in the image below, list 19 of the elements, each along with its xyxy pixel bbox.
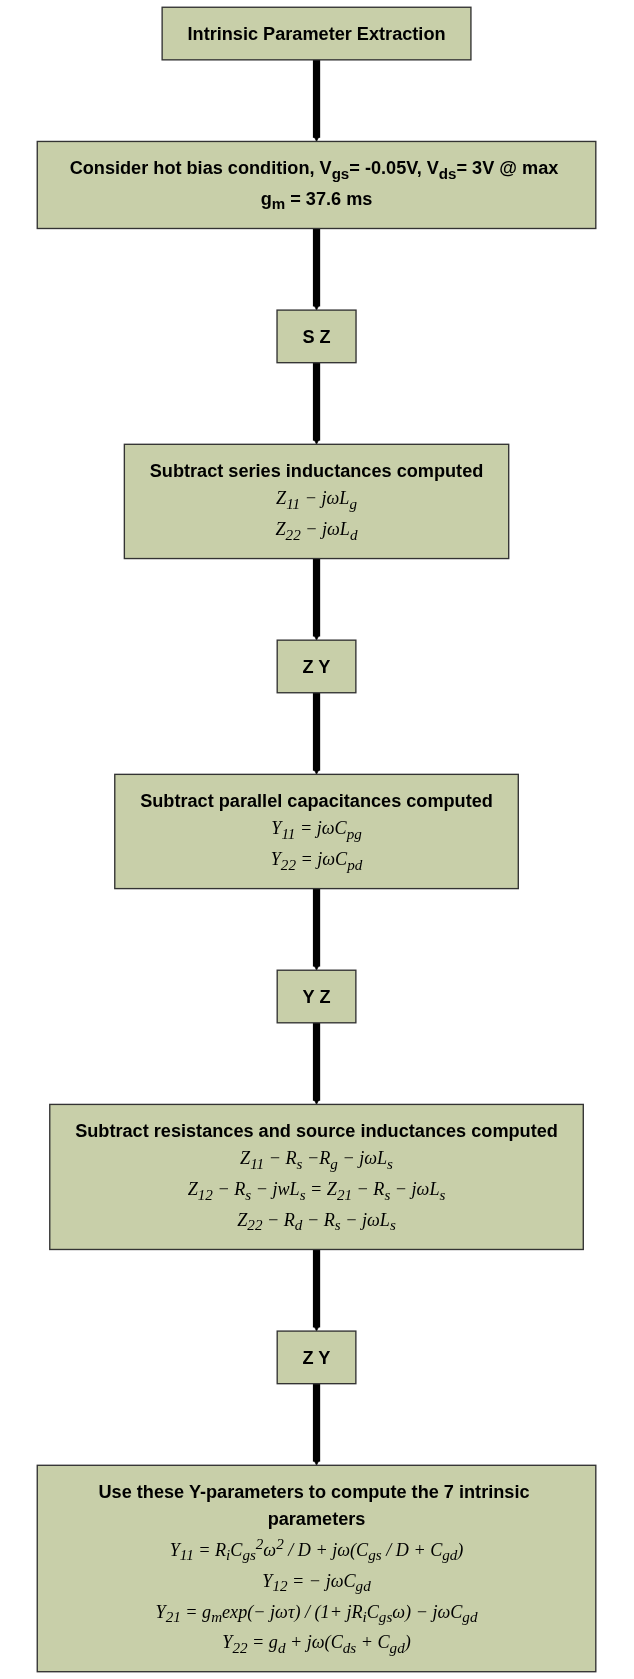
node-box: Z Y	[277, 639, 357, 694]
arrow	[313, 558, 321, 641]
node-box: Y Z	[277, 969, 357, 1024]
arrow	[313, 692, 321, 775]
arrow	[313, 1249, 321, 1332]
arrow	[313, 59, 321, 142]
node-box: S Z	[276, 309, 358, 364]
node-box: Subtract resistances and source inductances computed Z$_{11}$ − R$_{s}$ −R$_{g}$ − jωL$_{s}$ Z$_{12}$ − R$_{s}$ − jwL$_{s}$ = Z$_{21}$ − R$_{s}$ − jωL$_{s}$ Z$_{22}$ − R$_{d}$ − R$_{s}$ − jωL$_{s}$	[49, 1103, 585, 1251]
arrow	[313, 228, 321, 311]
node-box: Consider hot bias condition, V$_{gs}$= -0.05V, V$_{ds}$= 3V @ max g$_{m}$ = 37.6 ms	[37, 140, 597, 230]
node-box: Use these Y-parameters to compute the 7 intrinsic parameters Y$_{11}$ = R$_{i}$C$_{gs}$$^{2}$ω$^{2}$ / D + jω(C$_{gs}$ / D + C$_{gd}$) Y$_{12}$ = − jωC$_{gd}$ Y$_{21}$ = g$_{m}$exp(− jωτ) / (1+ jR$_{i}$C$_{gs}$ω) − jωC$_{gd}$ Y$_{22}$ = g$_{d}$ + jω(C$_{ds}$ + C$_{gd}$)	[37, 1464, 597, 1673]
node-box: Intrinsic Parameter Extraction	[161, 6, 473, 61]
node-box: Z Y	[277, 1330, 357, 1385]
arrow	[313, 1383, 321, 1466]
node-box: Subtract series inductances computed Z$_{11}$ − jωL$_{g}$ Z$_{22}$ − jωL$_{d}$	[124, 443, 510, 560]
arrow	[313, 888, 321, 971]
arrow	[313, 1022, 321, 1105]
arrow	[313, 362, 321, 445]
node-box: Subtract parallel capacitances computed Y$_{11}$ = jωC$_{pg}$ Y$_{22}$ = jωC$_{pd}$	[114, 773, 520, 890]
